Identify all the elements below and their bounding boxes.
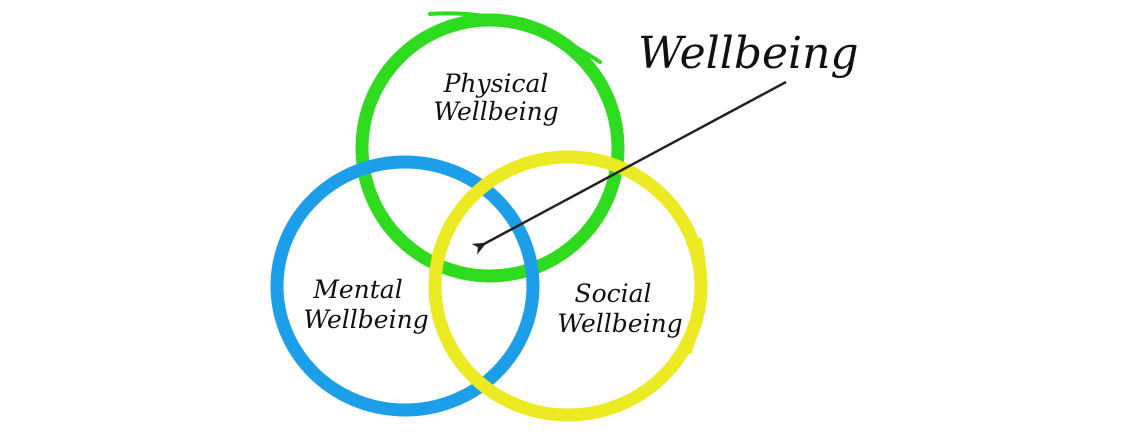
physical-label-line2: Wellbeing bbox=[433, 97, 558, 126]
social-label-line2: Wellbeing bbox=[557, 309, 682, 338]
physical-wellbeing-circle bbox=[355, 11, 625, 283]
social-wellbeing-circle bbox=[428, 150, 708, 422]
mental-label-line2: Wellbeing bbox=[303, 305, 428, 334]
mental-wellbeing-circle bbox=[270, 155, 540, 417]
diagram-title: Wellbeing bbox=[638, 28, 859, 79]
mental-label-line1: Mental bbox=[312, 275, 402, 304]
social-label-line1: Social bbox=[574, 279, 651, 308]
pointer-arrow bbox=[471, 80, 787, 255]
physical-label-line1: Physical bbox=[443, 69, 549, 98]
